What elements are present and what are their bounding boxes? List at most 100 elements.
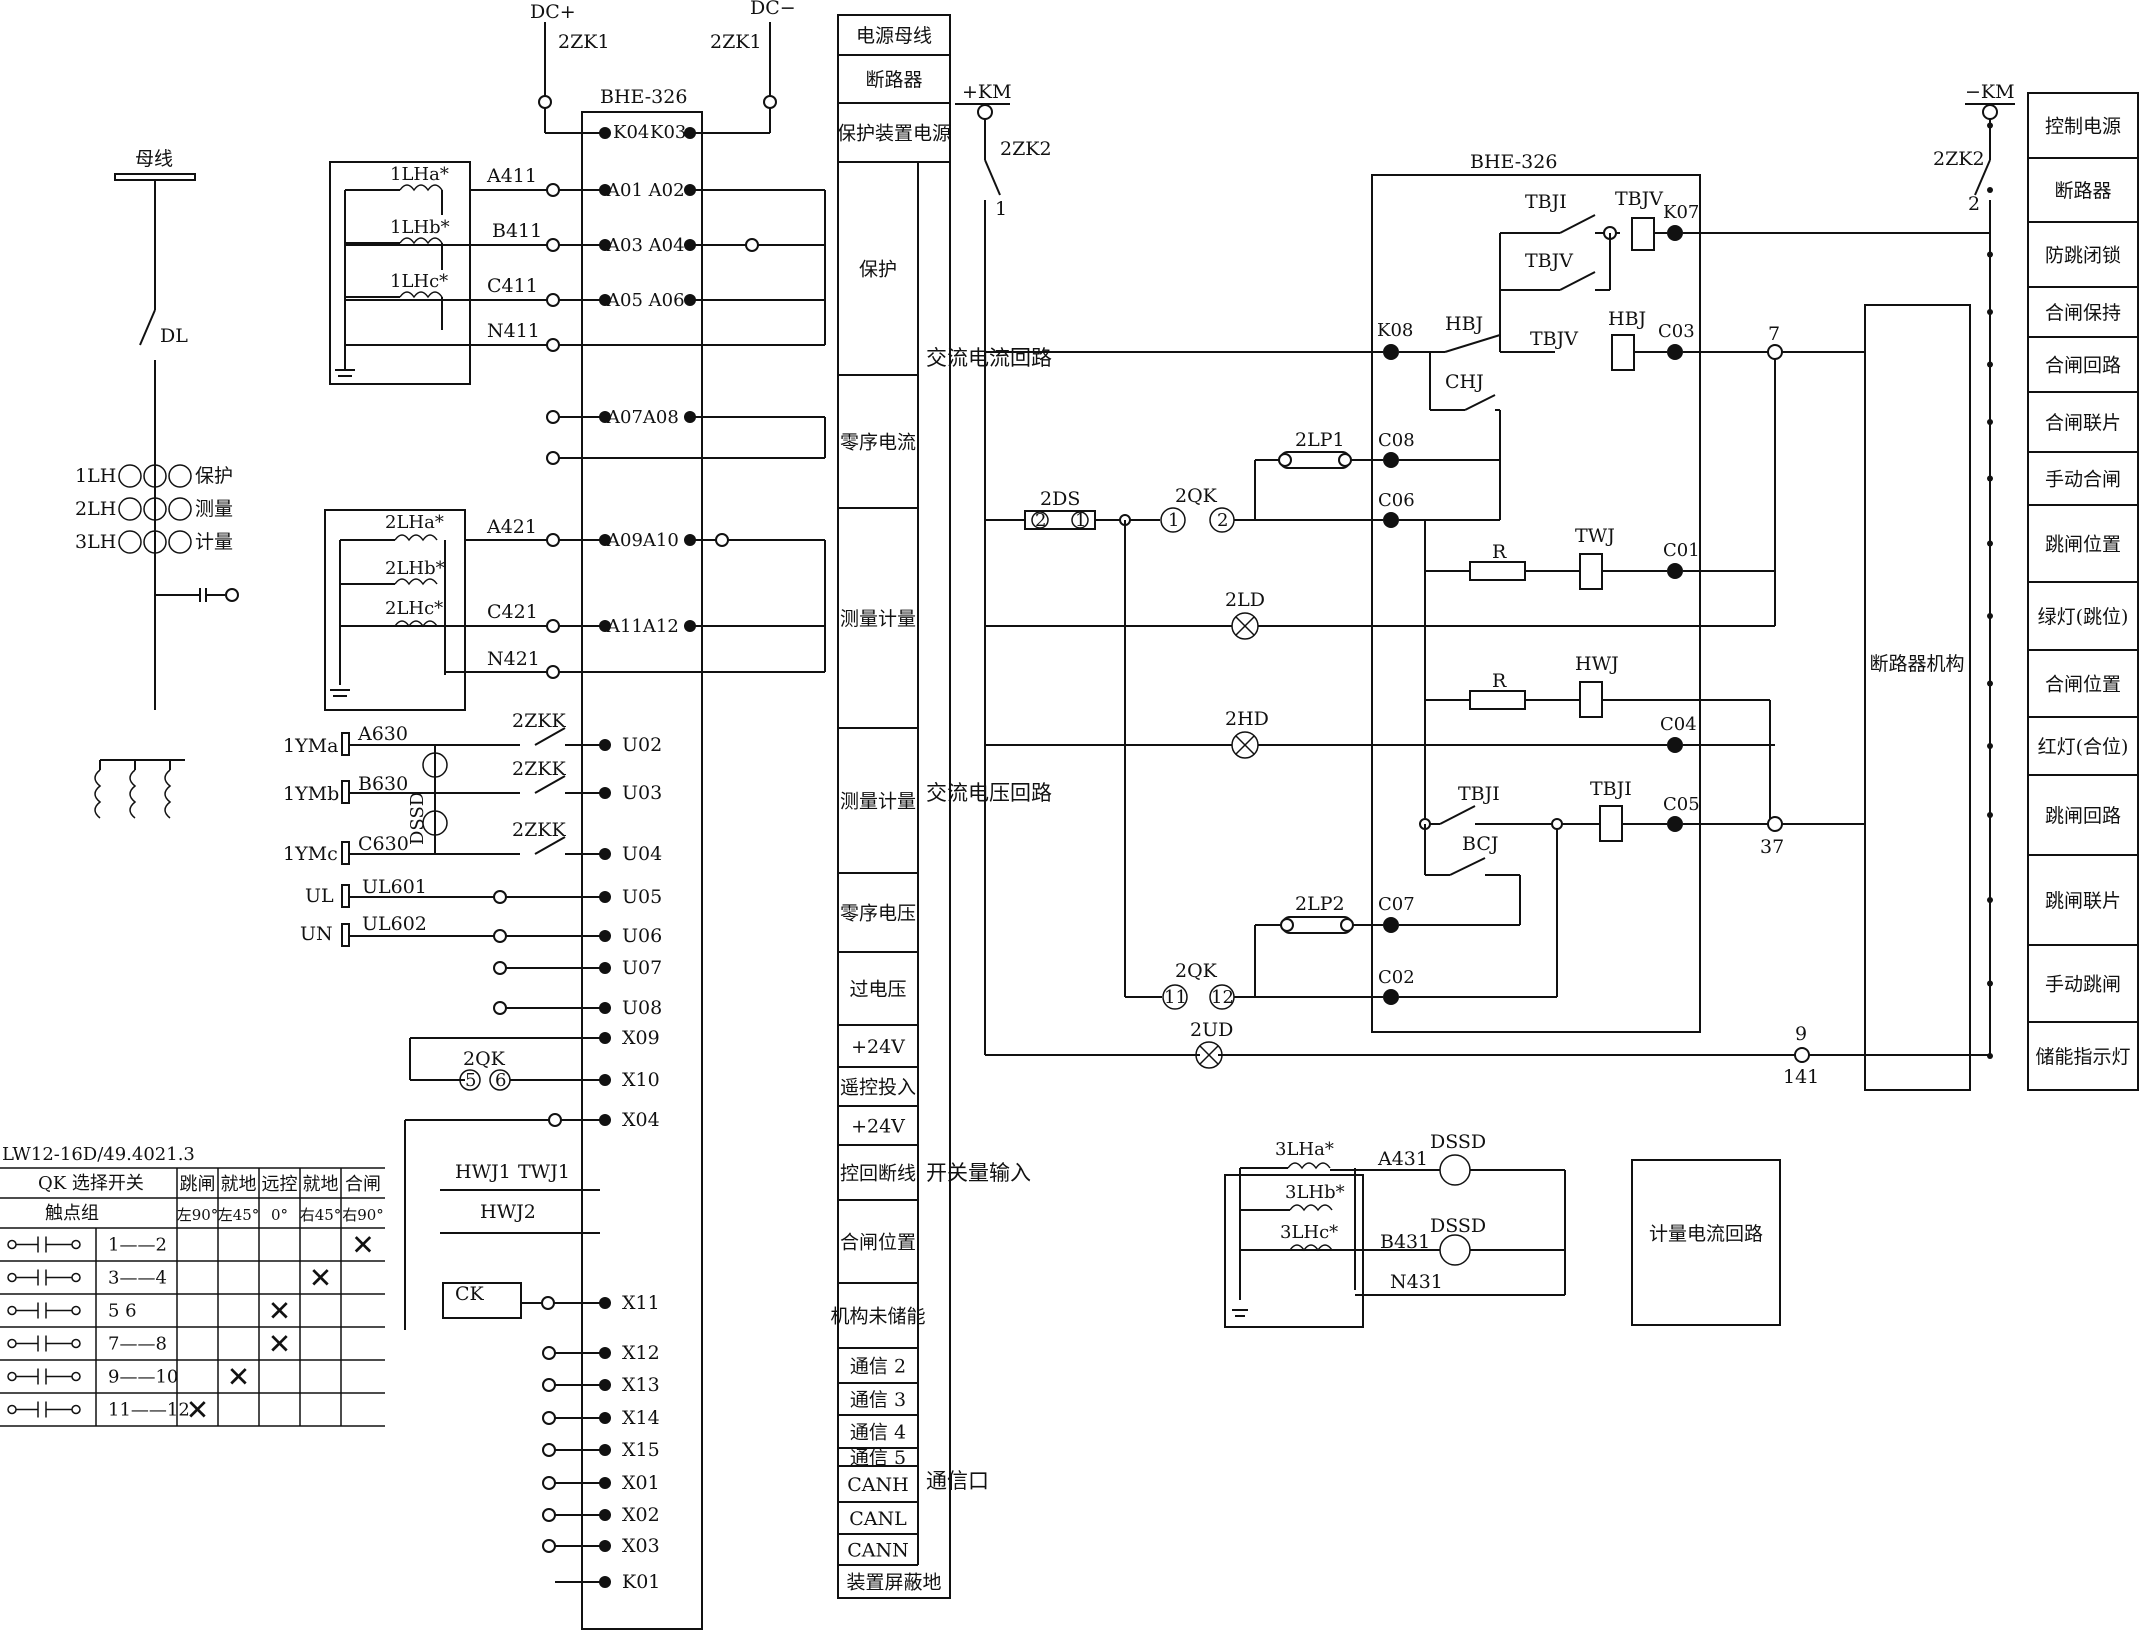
term-k03: K03 [650, 122, 686, 143]
contact-symbol-icon [7, 1401, 81, 1418]
terminal-dot [684, 620, 696, 632]
right-tap-dot [1987, 897, 1993, 903]
terminal-dot [599, 1074, 611, 1086]
dc-pos-label: DC+ [530, 1, 576, 23]
qk-cross-mark: ✕ [309, 1262, 332, 1295]
ds-contact-1: 1 [1075, 510, 1086, 531]
terminal-dot [684, 127, 696, 139]
term-x04: X04 [622, 1109, 660, 1131]
terminal-dot [599, 294, 611, 306]
mid-item-6: 测量计量 [840, 791, 916, 813]
term-c07: C07 [1378, 894, 1415, 915]
term-c04: C04 [1660, 714, 1697, 735]
wire-b630: B630 [358, 773, 408, 795]
device-label-left: BHE-326 [600, 86, 687, 108]
contact-symbol-icon [7, 1335, 81, 1352]
term-x13: X13 [622, 1374, 660, 1396]
term-a07a08: A07A08 [606, 407, 679, 428]
term-u02: U02 [622, 734, 662, 756]
ct-role-1: 保护 [195, 465, 233, 487]
terminal-dot [684, 294, 696, 306]
mid-item-4: 零序电流 [840, 432, 916, 454]
right-item-7: 跳闸位置 [2045, 534, 2121, 556]
qk-cross-mark: ✕ [227, 1361, 250, 1394]
mid-label-column: 电源母线断路器保护装置电源保护零序电流测量计量测量计量零序电压过电压+24V遥控… [830, 14, 1052, 1599]
qk-top-2: 2 [1217, 510, 1228, 531]
device-body-right [1371, 174, 1701, 1033]
switch-2zkk-1: 2ZKK [512, 710, 566, 732]
right-item-14: 储能指示灯 [2035, 1046, 2130, 1068]
switch-2qk-top: 2QK [1175, 485, 1218, 507]
terminal-dot [599, 1114, 611, 1126]
wire-a421: A421 [486, 516, 537, 538]
terminal-dot [599, 1297, 611, 1309]
relay-hwj1: HWJ1 [455, 1161, 511, 1183]
voltage-transformer-icon [94, 759, 185, 819]
term-x01: X01 [622, 1472, 660, 1494]
term-u04: U04 [622, 843, 662, 865]
right-item-8: 绿灯(跳位) [2038, 606, 2129, 628]
switch-2zkk-2: 2ZKK [512, 758, 566, 780]
km-pos: +KM [962, 81, 1012, 103]
qk-header-sub: 触点组 [45, 1203, 99, 1224]
phase-1ymb: 1YMb [283, 783, 339, 805]
right-item-5: 合闸联片 [2045, 412, 2121, 434]
group-ac-voltage: 交流电压回路 [926, 781, 1052, 805]
right-tap-dot [1987, 980, 1993, 987]
mid-item-2: 保护装置电源 [837, 123, 951, 145]
contact-symbol-icon [7, 1269, 81, 1286]
qk-angle-0: 左90° [177, 1206, 219, 1224]
term-c01: C01 [1663, 540, 1700, 561]
term-u07: U07 [622, 957, 662, 979]
qk-angle-4: 右90° [342, 1206, 384, 1224]
mid-item-12: 控回断线 [840, 1163, 916, 1185]
device-body-left [581, 111, 703, 1630]
dc-supply: DC+ DC− 2ZK1 2ZK1 K04 K03 [530, 0, 796, 143]
relay-hwj: HWJ [1575, 653, 1619, 675]
lamp-2ld: 2LD [1225, 589, 1265, 611]
term-a03a04: A03 A04 [606, 235, 685, 256]
relay-tbjv-contact: TBJV [1530, 328, 1578, 350]
qk-position-3: 就地 [303, 1174, 339, 1195]
ct-2lhc: 2LHc* [385, 598, 443, 619]
ct-2lhb: 2LHb* [385, 558, 445, 579]
term-k08: K08 [1377, 320, 1413, 341]
switch-2zkk-3: 2ZKK [512, 819, 566, 841]
term-c08: C08 [1378, 430, 1415, 451]
metering-circuit: 3LHa* 3LHb* 3LHc* A431 B431 N431 DSSD DS… [1224, 1131, 1781, 1328]
ds-contact-2: 2 [1035, 510, 1046, 531]
qk-position-4: 合闸 [345, 1174, 381, 1195]
right-item-3: 合闸保持 [2045, 302, 2121, 324]
control-circuit: +KM −KM 2ZK2 2ZK2 1 2 BHE-326 K08 HBJ TB… [955, 81, 2015, 1091]
terminal-dot [599, 1002, 611, 1014]
terminal-dot [599, 239, 611, 251]
protection-device: BHE-326 [581, 86, 703, 1630]
terminal-dot [599, 1477, 611, 1489]
term-k07: K07 [1663, 202, 1699, 223]
qk-position-2: 远控 [262, 1174, 298, 1195]
right-tap-dot [1987, 812, 1993, 818]
relay-hbj-contact: HBJ [1445, 313, 1483, 335]
right-item-2: 防跳闭锁 [2045, 245, 2121, 267]
right-item-0: 控制电源 [2045, 116, 2121, 138]
terminal-dot [684, 184, 696, 196]
contact-symbol-icon [7, 1302, 81, 1319]
relay-tbjv-mid: TBJV [1525, 250, 1573, 272]
node-37: 37 [1760, 836, 1784, 858]
terminal-dot [599, 1412, 611, 1424]
qk-bot-12: 12 [1211, 987, 1234, 1008]
right-label-column: 控制电源断路器防跳闭锁合闸保持合闸回路合闸联片手动合闸跳闸位置绿灯(跳位)合闸位… [1987, 92, 2139, 1091]
breaker-label: DL [160, 325, 188, 347]
right-tap-dot [1987, 187, 1993, 193]
wire-c421: C421 [487, 601, 538, 623]
metering-box [1631, 1159, 1781, 1326]
ct-label-3: 3LH [75, 531, 116, 553]
right-tap-dot [1987, 540, 1993, 547]
relay-twj1: TWJ1 [518, 1161, 570, 1183]
terminal-dot [599, 1379, 611, 1391]
qk-cross-mark: ✕ [351, 1229, 374, 1262]
right-tap-dot [1987, 743, 1993, 749]
phase-1yma: 1YMa [283, 735, 338, 757]
phase-1ymc: 1YMc [283, 843, 338, 865]
